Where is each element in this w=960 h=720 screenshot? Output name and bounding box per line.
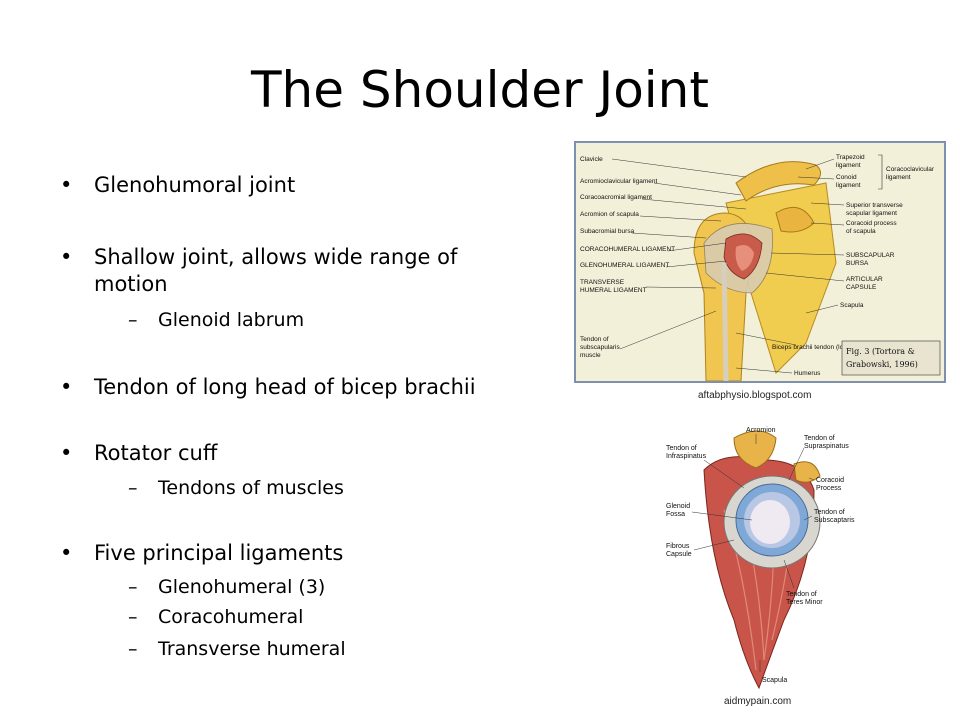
bullet-dot: • xyxy=(60,541,73,565)
label-transverse: TRANSVERSE xyxy=(580,279,625,286)
sub-bullet-dash: – xyxy=(128,477,138,499)
bullet-dot: • xyxy=(60,245,73,269)
shoulder-ligament-illustration: Clavicle Acromioclavicular ligament Cora… xyxy=(576,143,944,381)
label-subscapularis: subscapularis xyxy=(580,344,620,351)
figure-caption-line1: Fig. 3 (Tortora & xyxy=(846,347,915,356)
glenoid-figure: Acromion Tendon of Infraspinatus Tendon … xyxy=(664,420,864,690)
sub-bullet-dash: – xyxy=(128,576,138,598)
label-fibrous: Fibrous xyxy=(666,543,690,550)
label-tendon-of-supraspinatus-1: Tendon of xyxy=(804,435,835,442)
label-coracoclavicular: Coracoclavicular xyxy=(886,166,935,173)
label-conoid: Conoid xyxy=(836,174,857,181)
slide-title: The Shoulder Joint xyxy=(251,61,709,119)
label-conoid-ligament: ligament xyxy=(836,182,861,189)
label-subacromial-bursa: Subacromial bursa xyxy=(580,228,635,235)
label-scapular-ligament: scapular ligament xyxy=(846,210,897,217)
bullet-dot: • xyxy=(60,441,73,465)
label-tendon-of-subscaptaris-1: Tendon of xyxy=(814,509,845,516)
label-capsule-bottom: Capsule xyxy=(666,551,692,558)
figure-credit-top: aftabphysio.blogspot.com xyxy=(698,390,812,401)
figure-caption-line2: Grabowski, 1996) xyxy=(846,360,918,369)
label-humerus: Humerus xyxy=(794,370,821,377)
label-coracoid-process: Coracoid process xyxy=(846,220,897,227)
sub-bullet-text: Glenohumeral (3) xyxy=(158,576,326,598)
label-tendon-of: Tendon of xyxy=(580,336,609,343)
label-acromion: Acromion xyxy=(746,427,776,434)
bullet-dot: • xyxy=(60,375,73,399)
label-coracoclavicular-ligament: ligament xyxy=(886,174,911,181)
label-process: Process xyxy=(816,485,842,492)
sub-bullet-dash: – xyxy=(128,606,138,628)
label-articular: ARTICULAR xyxy=(846,276,883,283)
label-humeral-ligament: HUMERAL LIGAMENT xyxy=(580,287,647,294)
label-trapezoid-ligament: ligament xyxy=(836,162,861,169)
shoulder-ligament-figure: Clavicle Acromioclavicular ligament Cora… xyxy=(574,141,946,383)
label-biceps-tendon: Biceps brachii tendon (long head) xyxy=(772,344,869,351)
label-coracoid: Coracoid xyxy=(816,477,844,484)
label-clavicle: Clavicle xyxy=(580,156,603,163)
label-subscapular: SUBSCAPULAR xyxy=(846,252,895,259)
label-glenoid: Glenoid xyxy=(666,503,690,510)
label-trapezoid: Trapezoid xyxy=(836,154,865,161)
label-muscle: muscle xyxy=(580,352,601,359)
label-bursa: BURSA xyxy=(846,260,869,267)
bullet-text: Glenohumoral joint xyxy=(94,173,296,197)
label-tendon-of-infraspinatus-1: Tendon of xyxy=(666,445,697,452)
sub-bullet-dash: – xyxy=(128,638,138,660)
label-acromioclavicular-ligament: Acromioclavicular ligament xyxy=(580,178,657,185)
sub-bullet-text: Coracohumeral xyxy=(158,606,304,628)
bullet-text: Tendon of long head of bicep brachii xyxy=(94,375,476,399)
label-scapula: Scapula xyxy=(840,302,864,309)
label-acromion-of-scapula: Acromion of scapula xyxy=(580,211,639,218)
label-coracoacromial-ligament: Coracoacromial ligament xyxy=(580,194,652,201)
label-teres-minor: Teres Minor xyxy=(786,599,823,606)
sub-bullet-dash: – xyxy=(128,309,138,331)
figure-credit-bottom: aidmypain.com xyxy=(724,696,792,707)
sub-bullet-text: Transverse humeral xyxy=(158,638,346,660)
sub-bullet-text: Glenoid labrum xyxy=(158,309,305,331)
label-subscaptaris: Subscaptaris xyxy=(814,517,855,524)
label-scapula-bottom: Scapula xyxy=(762,677,787,684)
label-superior-transverse: Superior transverse xyxy=(846,202,903,209)
glenoid-illustration: Acromion Tendon of Infraspinatus Tendon … xyxy=(666,427,855,690)
bullet-text: Five principal ligaments xyxy=(94,541,344,565)
label-glenohumeral-ligament: GLENOHUMERAL LIGAMENT xyxy=(580,262,669,269)
bullet-text: Shallow joint, allows wide range of moti… xyxy=(94,245,458,296)
label-coracohumeral-ligament: CORACOHUMERAL LIGAMENT xyxy=(580,246,675,253)
label-supraspinatus: Supraspinatus xyxy=(804,443,849,450)
label-infraspinatus: Infraspinatus xyxy=(666,453,707,460)
label-capsule: CAPSULE xyxy=(846,284,877,291)
sub-bullet-text: Tendons of muscles xyxy=(158,477,344,499)
label-of-scapula: of scapula xyxy=(846,228,876,235)
bullet-text: Rotator cuff xyxy=(94,441,218,465)
label-tendon-of-teres-minor-1: Tendon of xyxy=(786,591,817,598)
bullet-dot: • xyxy=(60,173,73,197)
label-fossa: Fossa xyxy=(666,511,685,518)
